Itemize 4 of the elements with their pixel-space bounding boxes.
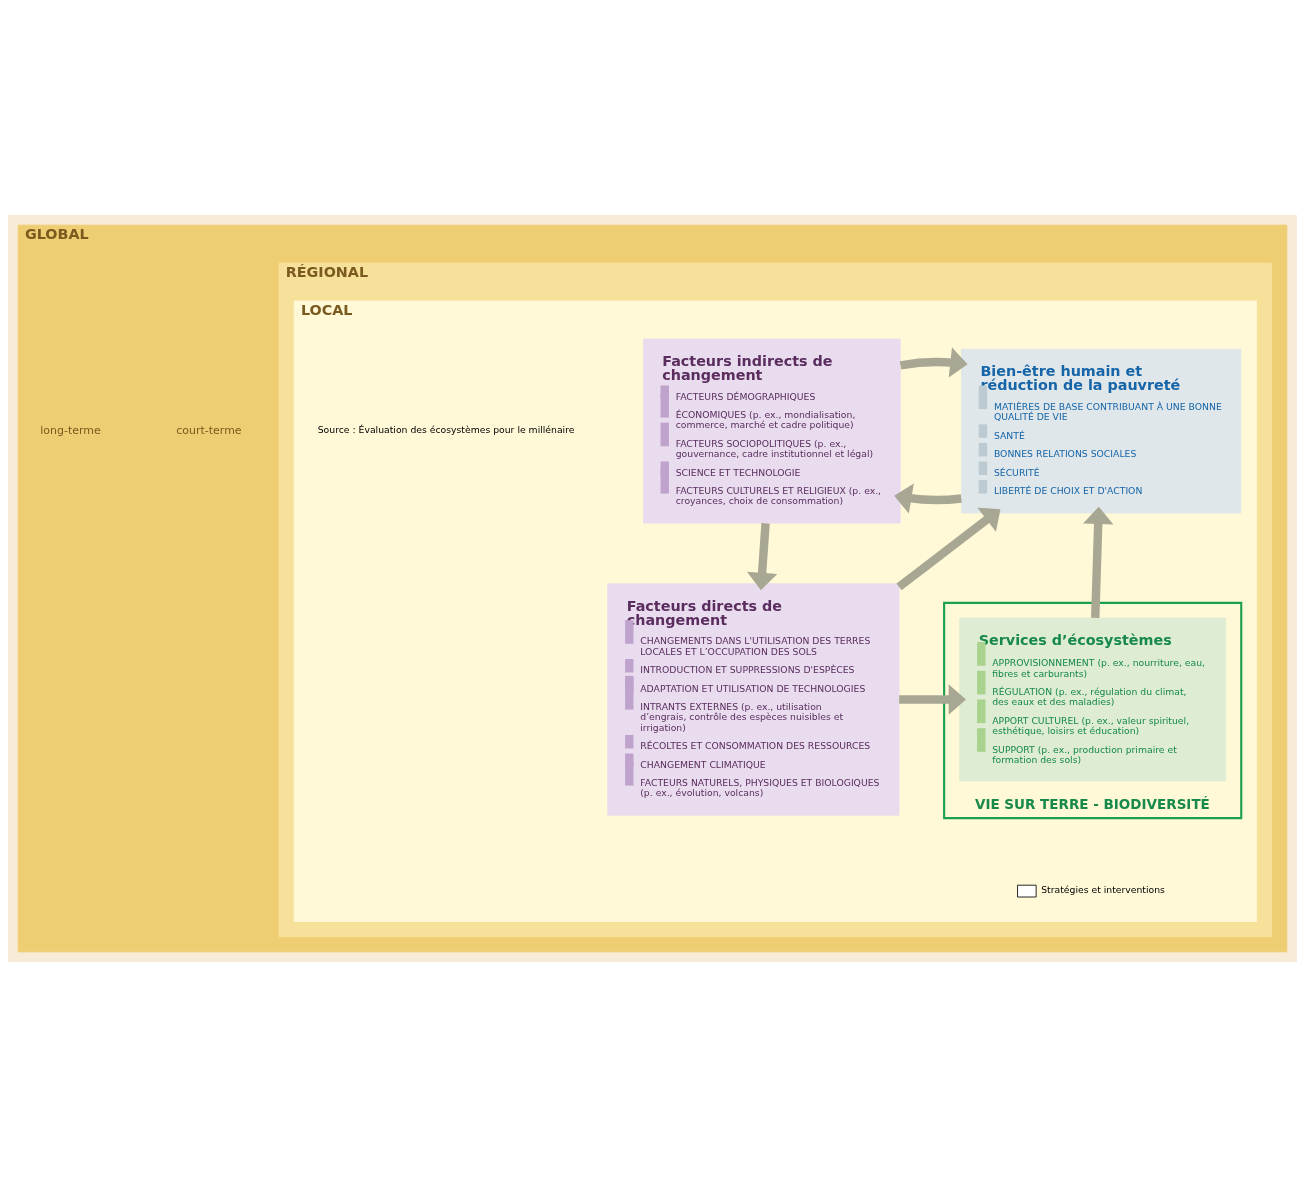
label: long-terme <box>40 423 101 437</box>
label: court-terme <box>176 423 242 437</box>
label: Source : Évaluation des écosystèmes pour le millénaire <box>317 424 575 436</box>
legend-label: Stratégies et interventions <box>1041 884 1165 896</box>
